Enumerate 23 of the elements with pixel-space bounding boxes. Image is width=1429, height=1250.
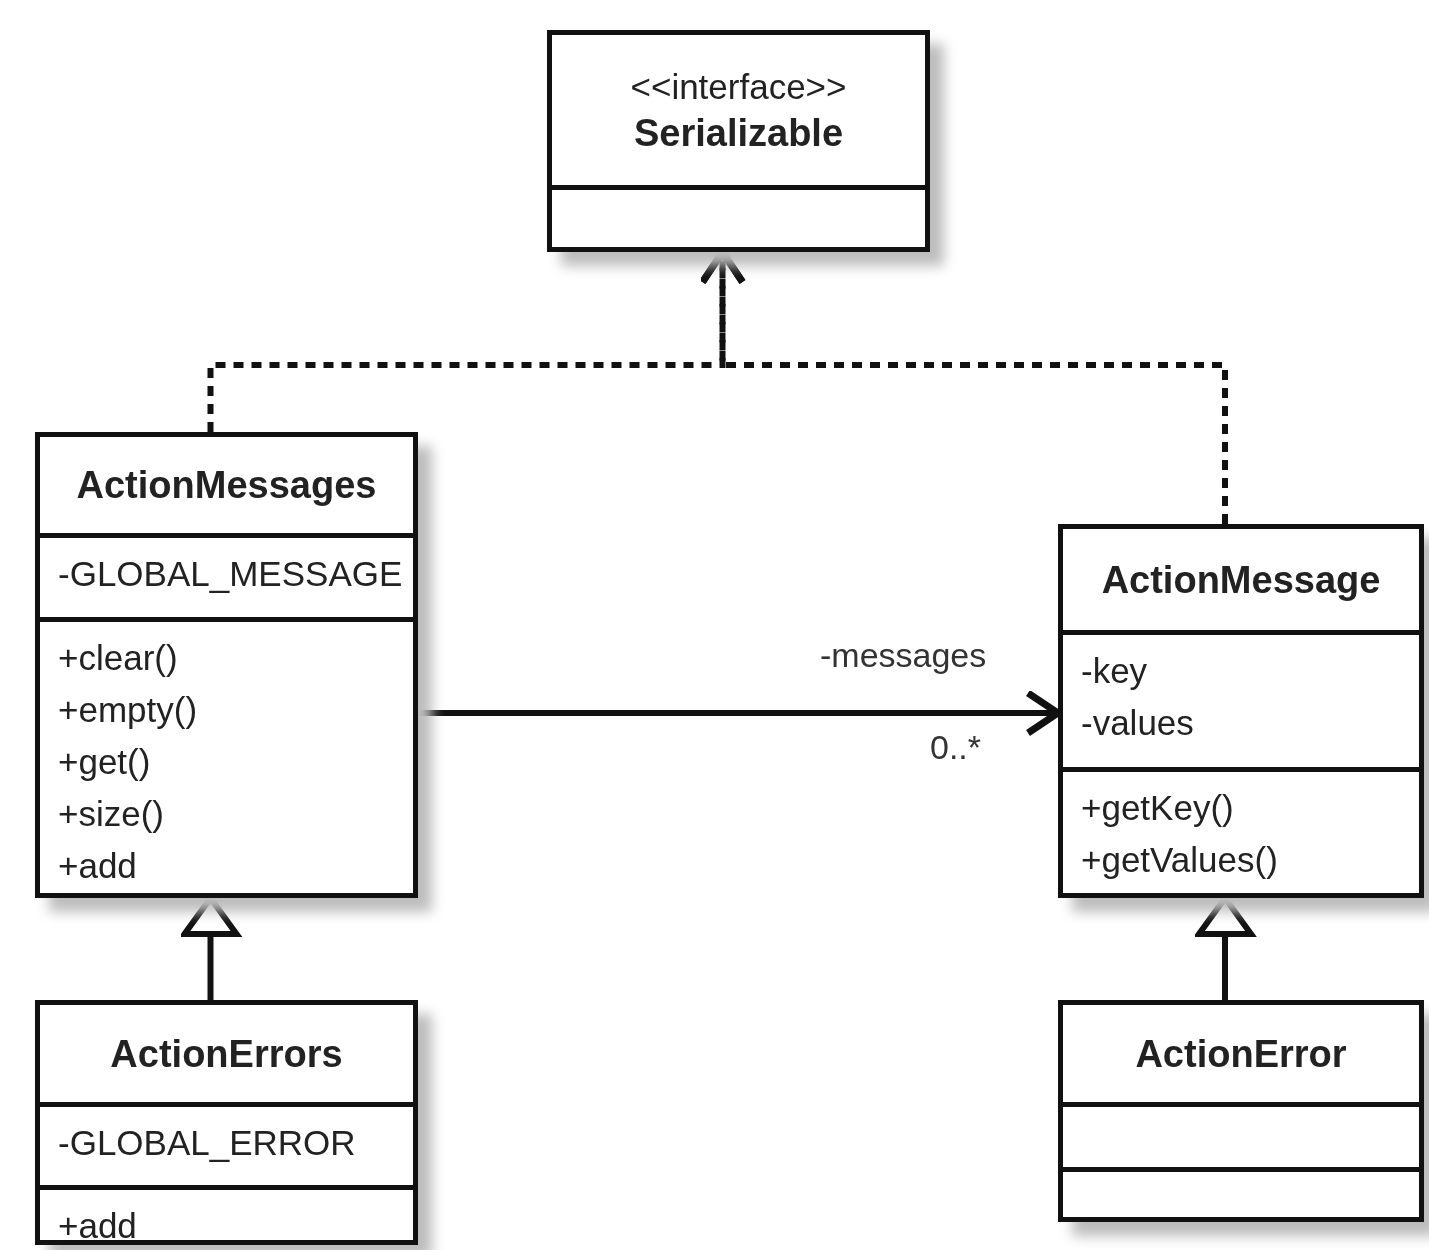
attribute-text: -key: [1081, 650, 1148, 692]
method-text: +get(): [58, 741, 151, 783]
method-text: +add: [58, 1205, 137, 1247]
method-text: +add: [58, 845, 137, 887]
method-text: +empty(): [58, 689, 198, 731]
class-box: [1058, 524, 1424, 898]
attribute-text: -GLOBAL_ERROR: [58, 1122, 356, 1164]
class-name: ActionError: [1135, 1031, 1347, 1077]
class-name: Serializable: [633, 111, 844, 156]
class-name: ActionMessages: [76, 463, 377, 508]
class-box: [35, 432, 418, 898]
method-text: +clear(): [58, 637, 178, 679]
class-name: ActionMessage: [1101, 557, 1381, 603]
class-box: [547, 30, 930, 252]
attribute-text: -values: [1081, 702, 1194, 744]
attribute-text: -GLOBAL_MESSAGE: [58, 553, 403, 595]
method-text: +getValues(): [1081, 839, 1278, 881]
class-name: ActionErrors: [110, 1031, 343, 1077]
stereotype-label: <<interface>>: [630, 66, 847, 108]
method-text: +size(): [58, 793, 164, 835]
class-box: [35, 1000, 418, 1245]
class-box: [1058, 1000, 1424, 1222]
method-text: +getKey(): [1081, 787, 1234, 829]
